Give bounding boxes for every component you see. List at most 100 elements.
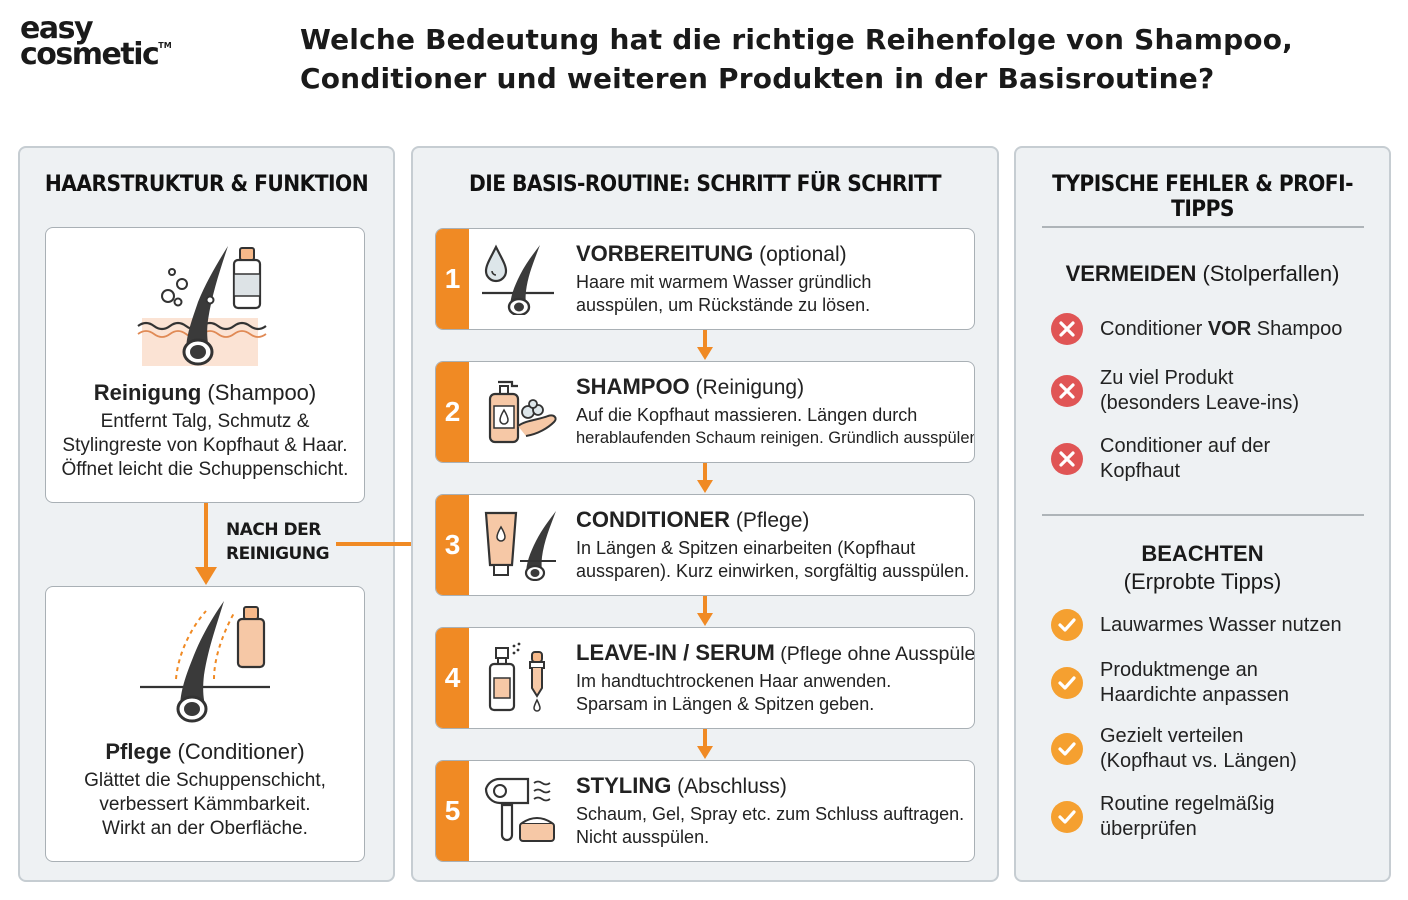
step-arrow-1-icon — [697, 330, 713, 360]
step-4-line-1: Im handtuchtrockenen Haar anwenden. — [576, 671, 892, 691]
step-3-title-rest: (Pflege) — [730, 509, 810, 532]
avoid-2-line2: (besonders Leave-ins) — [1100, 392, 1299, 414]
title-line1: Welche Bedeutung hat die richtige Reihen… — [300, 23, 1294, 56]
step-1: 1 VORBEREITUNG (optional) Haare mit warm… — [435, 228, 975, 330]
right-panel: TYPISCHE FEHLER & PROFI-TIPPS VERMEIDEN … — [1014, 146, 1391, 882]
divider-top — [1042, 226, 1364, 228]
tip-item-4: Routine regelmäßig überprüfen — [1050, 792, 1390, 842]
avoid-1-bold: VOR — [1207, 317, 1252, 340]
step-4-title-bold: LEAVE-IN / SERUM — [576, 640, 775, 665]
step-2: 2 SHAMPOO (Reinigung) Auf die Kopfhaut m… — [435, 361, 975, 463]
check-icon — [1051, 667, 1083, 699]
brand-line2: cosmetic — [20, 37, 160, 73]
connector-label: NACH DER REINIGUNG — [226, 518, 330, 566]
brand-line1: easy — [20, 11, 94, 46]
step-2-line-2: herablaufenden Schaum reinigen. Gründlic… — [576, 429, 975, 447]
tip-2-line1: Produktmenge an — [1100, 659, 1258, 681]
avoid-3-line1: Conditioner auf der — [1100, 435, 1271, 457]
step-5: 5 STYLING (Abschluss) Schaum, Gel, Spray… — [435, 760, 975, 862]
avoid-1-pre: Conditioner — [1100, 317, 1208, 340]
cleansing-line-2: Stylingreste von Kopfhaut & Haar. — [62, 435, 348, 456]
step-2-number: 2 — [436, 362, 469, 462]
middle-panel-heading: DIE BASIS-ROUTINE: SCHRITT FÜR SCHRITT — [469, 172, 941, 197]
step-5-line-1: Schaum, Gel, Spray etc. zum Schluss auft… — [576, 804, 965, 824]
step-4-line-2: Sparsam in Längen & Spitzen geben. — [576, 694, 875, 714]
brand-logo: easy cosmeticTM — [20, 11, 172, 73]
tip-2-line2: Haardichte anpassen — [1100, 684, 1290, 706]
tip-1-line1: Lauwarmes Wasser nutzen — [1100, 613, 1342, 636]
avoid-3-line2: Kopfhaut — [1100, 460, 1181, 482]
avoid-2-line1: Zu viel Produkt — [1100, 367, 1234, 389]
avoid-heading: VERMEIDEN (Stolperfallen) — [1016, 260, 1389, 288]
hair-conditioned-icon — [140, 601, 270, 723]
cleansing-title-rest: (Shampoo) — [201, 380, 317, 405]
tip-item-3: Gezielt verteilen (Kopfhaut vs. Längen) — [1050, 724, 1390, 774]
step-3-line-2: aussparen). Kurz einwirken, sorgfältig a… — [576, 561, 970, 581]
tip-3-line1: Gezielt verteilen — [1100, 725, 1244, 747]
step-1-title-bold: VORBEREITUNG — [576, 241, 754, 266]
step-arrow-4-icon — [697, 729, 713, 759]
step-3-number: 3 — [436, 495, 469, 595]
hair-dryer-icon — [484, 777, 555, 842]
title-line2: Conditioner und weiteren Produkten in de… — [300, 62, 1215, 95]
check-icon — [1051, 801, 1083, 833]
tip-4-line2: überprüfen — [1100, 818, 1197, 840]
cleansing-line-3: Öffnet leicht die Schuppenschicht. — [61, 459, 349, 480]
step-1-title-rest: (optional) — [753, 243, 847, 266]
divider-middle — [1042, 514, 1364, 516]
care-card: Pflege (Conditioner) Glättet die Schuppe… — [45, 586, 365, 862]
avoid-item-2: Zu viel Produkt (besonders Leave-ins) — [1050, 366, 1390, 416]
check-icon — [1051, 733, 1083, 765]
care-title-rest: (Conditioner) — [171, 739, 305, 764]
error-x-icon — [1051, 313, 1083, 345]
tip-item-2: Produktmenge an Haardichte anpassen — [1050, 658, 1390, 708]
step-5-title-rest: (Abschluss) — [671, 775, 787, 798]
connector-label-line2: REINIGUNG — [226, 544, 330, 564]
step-1-line-1: Haare mit warmem Wasser gründlich — [576, 272, 872, 292]
page-title: Welche Bedeutung hat die richtige Reihen… — [300, 20, 1300, 98]
step-1-number: 1 — [436, 229, 469, 329]
cleansing-card: Reinigung (Shampoo) Entfernt Talg, Schmu… — [45, 227, 365, 503]
step-3-title-bold: CONDITIONER — [576, 507, 730, 532]
tip-4-line1: Routine regelmäßig — [1100, 793, 1275, 815]
down-arrow-icon — [195, 503, 217, 585]
step-3-line-1: In Längen & Spitzen einarbeiten (Kopfhau… — [576, 538, 916, 558]
tips-heading: BEACHTEN (Erprobte Tipps) — [1016, 540, 1389, 596]
cleansing-title-bold: Reinigung — [93, 380, 202, 405]
step-4-title-rest: (Pflege ohne Ausspülen) — [774, 643, 975, 665]
step-5-line-2: Nicht ausspülen. — [576, 827, 710, 847]
tip-3-line2: (Kopfhaut vs. Längen) — [1100, 750, 1297, 772]
conditioner-tube-icon — [484, 511, 556, 581]
avoid-heading-bold: VERMEIDEN — [1065, 261, 1197, 286]
avoid-item-1: Conditioner VOR Shampoo — [1050, 312, 1390, 346]
middle-panel: DIE BASIS-ROUTINE: SCHRITT FÜR SCHRITT 1… — [411, 146, 999, 882]
brand-tm: TM — [158, 41, 172, 51]
step-2-line-1: Auf die Kopfhaut massieren. Längen durch — [576, 405, 918, 425]
step-2-title-rest: (Reinigung) — [689, 376, 805, 399]
step-3: 3 CONDITIONER (Pflege) In Längen & Spitz… — [435, 494, 975, 596]
step-5-number: 5 — [436, 761, 469, 861]
tips-heading-sub: (Erprobte Tipps) — [1123, 569, 1282, 594]
care-line-2: verbessert Kämmbarkeit. — [99, 794, 311, 815]
step-arrow-3-icon — [697, 596, 713, 626]
left-panel: HAARSTRUKTUR & FUNKTION Reinigung (Shamp… — [18, 146, 395, 882]
tips-heading-bold: BEACHTEN — [1141, 541, 1264, 566]
water-drop-hair-icon — [482, 244, 554, 315]
step-4: 4 LEAVE-IN / SERUM (Pflege ohne Ausspüle… — [435, 627, 975, 729]
step-4-number: 4 — [436, 628, 469, 728]
spray-dropper-icon — [488, 642, 545, 712]
tip-item-1: Lauwarmes Wasser nutzen — [1050, 608, 1390, 642]
hair-follicle-cleansing-icon — [137, 246, 267, 366]
care-title-bold: Pflege — [105, 739, 172, 764]
cleansing-line-1: Entfernt Talg, Schmutz & — [100, 411, 310, 432]
step-2-title-bold: SHAMPOO — [576, 374, 690, 399]
step-arrow-2-icon — [697, 463, 713, 493]
step-5-title-bold: STYLING — [576, 773, 672, 798]
avoid-heading-rest: (Stolperfallen) — [1196, 261, 1340, 286]
error-x-icon — [1051, 375, 1083, 407]
step-1-line-2: ausspülen, um Rückstände zu lösen. — [576, 295, 871, 315]
care-line-1: Glättet die Schuppenschicht, — [84, 770, 326, 791]
shampoo-pump-icon — [488, 380, 557, 444]
left-panel-heading: HAARSTRUKTUR & FUNKTION — [44, 172, 369, 197]
